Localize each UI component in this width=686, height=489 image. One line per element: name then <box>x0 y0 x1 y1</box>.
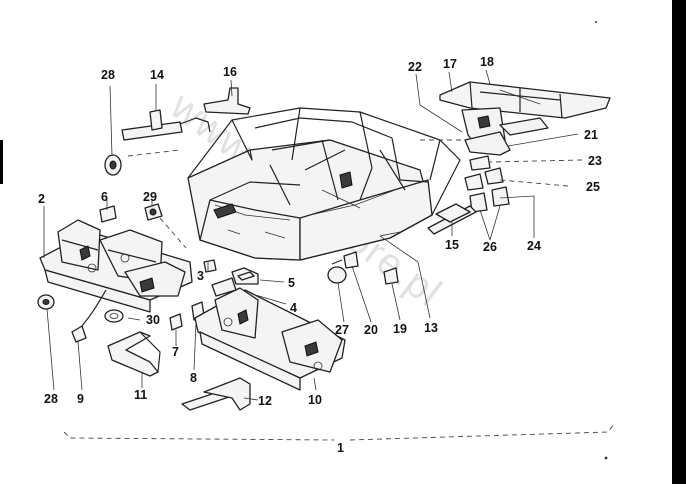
callout-6: 6 <box>101 190 108 204</box>
bracket-9 <box>71 289 107 343</box>
callout-23: 23 <box>588 154 602 168</box>
a-arm-11 <box>107 331 161 377</box>
mount-6 <box>99 205 117 223</box>
tube-15 <box>427 203 477 235</box>
speck <box>595 21 597 23</box>
grommet-28-top <box>104 154 122 176</box>
callout-26: 26 <box>483 240 497 254</box>
leader-lines <box>43 69 583 401</box>
callout-22: 22 <box>408 60 422 74</box>
mount-27 <box>327 259 347 284</box>
mount-24-26 <box>464 167 510 213</box>
mount-23 <box>469 155 491 171</box>
bracket-4 <box>211 277 237 297</box>
bracket-16 <box>203 87 251 115</box>
grommet-30 <box>104 309 124 323</box>
mount-29 <box>144 203 163 221</box>
callout-numbers: 28 14 16 22 17 18 21 23 25 24 26 15 13 1… <box>38 55 602 455</box>
callout-9: 9 <box>77 392 84 406</box>
chassis-frame <box>187 107 461 261</box>
callout-13: 13 <box>424 321 438 335</box>
callout-8: 8 <box>190 371 197 385</box>
speck <box>604 456 608 460</box>
assembly-bracket-1 <box>63 423 615 441</box>
callout-7: 7 <box>172 345 179 359</box>
callout-3: 3 <box>197 269 204 283</box>
a-arm-12 <box>181 377 251 411</box>
callout-4: 4 <box>290 301 297 315</box>
callout-25: 25 <box>586 180 600 194</box>
callout-28-lower: 28 <box>44 392 58 406</box>
front-subframe <box>39 219 193 313</box>
callout-24: 24 <box>527 239 541 253</box>
callout-21: 21 <box>584 128 598 142</box>
grommet-28-bottom <box>37 294 55 310</box>
callout-30: 30 <box>146 313 160 327</box>
callout-20: 20 <box>364 323 378 337</box>
bracket-14 <box>121 109 211 141</box>
callout-29: 29 <box>143 190 157 204</box>
mount-7 <box>169 313 183 331</box>
mount-19 <box>383 267 399 285</box>
callout-5: 5 <box>288 276 295 290</box>
rear-lower-subframe <box>194 287 346 391</box>
mount-20 <box>343 251 359 269</box>
callout-28: 28 <box>101 68 115 82</box>
callout-27: 27 <box>335 323 349 337</box>
callout-10: 10 <box>308 393 322 407</box>
callout-18: 18 <box>480 55 494 69</box>
callout-15: 15 <box>445 238 459 252</box>
callout-19: 19 <box>393 322 407 336</box>
callout-1: 1 <box>337 441 344 455</box>
scan-edge-bar <box>672 0 686 484</box>
callout-17: 17 <box>443 57 457 71</box>
callout-14: 14 <box>150 68 164 82</box>
callout-12: 12 <box>258 394 272 408</box>
block-3 <box>203 259 217 273</box>
bracket-21 <box>464 131 511 156</box>
callout-11: 11 <box>134 388 147 402</box>
callout-2: 2 <box>38 192 45 206</box>
scan-edge-mark <box>0 140 3 184</box>
block-5 <box>231 267 259 285</box>
callout-16: 16 <box>223 65 237 79</box>
